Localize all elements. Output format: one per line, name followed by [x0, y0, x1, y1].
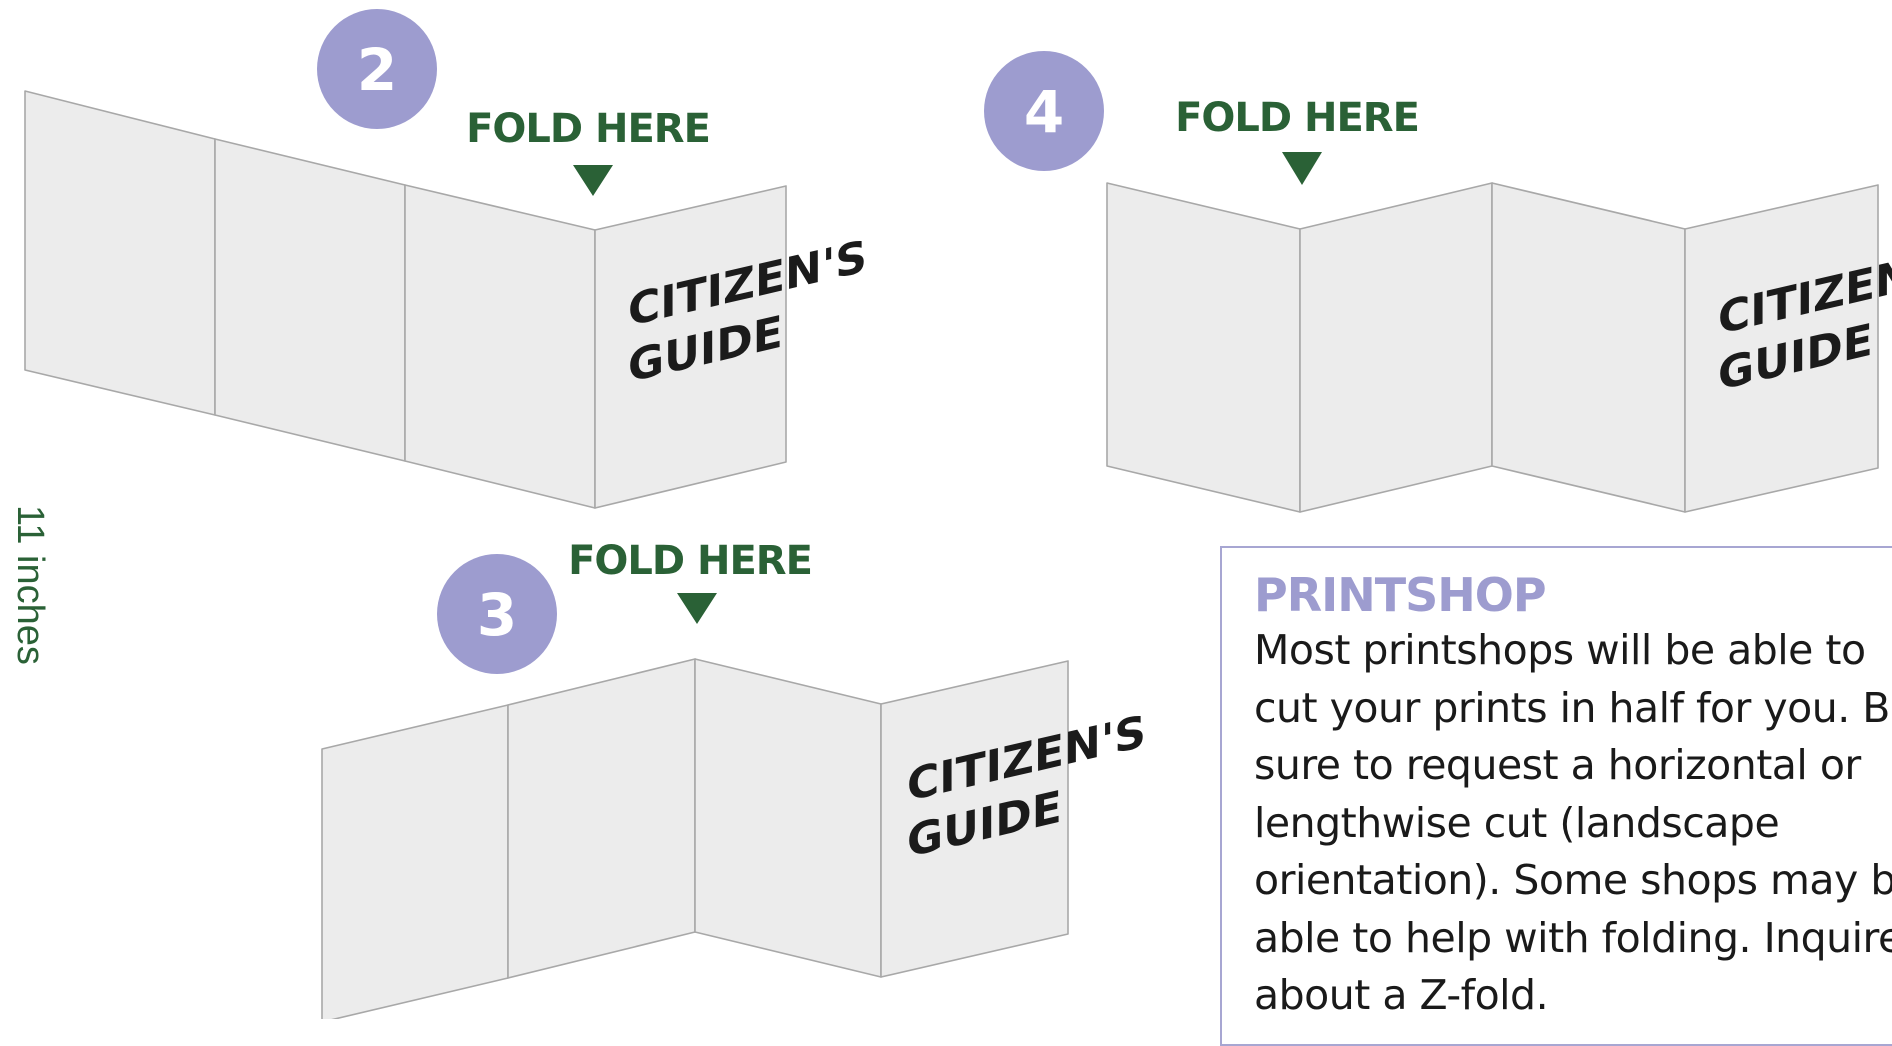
step-number: 3	[477, 581, 517, 649]
fold-here-label: FOLD HERE	[568, 538, 812, 584]
brochure-cover-panel	[1684, 184, 1879, 513]
brochure-cover-panel	[594, 185, 787, 509]
brochure-panel	[1491, 182, 1686, 513]
brochure-panel	[404, 184, 596, 509]
printshop-note: PRINTSHOP Most printshops will be able t…	[1220, 546, 1892, 1046]
brochure-panel	[321, 704, 509, 1019]
brochure-panel	[694, 658, 882, 978]
step-number: 2	[357, 36, 397, 104]
fold-here-label: FOLD HERE	[1175, 95, 1419, 141]
fold-arrow-icon	[573, 165, 613, 196]
fold-arrow-icon	[1282, 152, 1322, 185]
step-badge	[317, 9, 437, 129]
brochure-panel	[507, 658, 696, 979]
printshop-title: PRINTSHOP	[1254, 568, 1547, 622]
brochure-panel	[1299, 182, 1493, 513]
dimension-label: 11 inches	[9, 505, 51, 665]
step-3-illustration: CITIZEN'S GUIDE 3 FOLD HERE	[321, 538, 1146, 1019]
step-badge	[984, 51, 1104, 171]
brochure-panel	[24, 90, 216, 416]
brochure-cover-panel	[880, 660, 1069, 978]
fold-arrow-icon	[677, 593, 717, 624]
step-badge	[437, 554, 557, 674]
fold-here-label: FOLD HERE	[466, 106, 710, 152]
brochure-panel	[214, 138, 406, 462]
z-fold-diagram: CITIZEN'S GUIDE 2 FOLD HERE CITIZEN'S GU…	[9, 9, 1892, 1019]
step-number: 4	[1024, 78, 1064, 146]
brochure-panel	[1106, 182, 1301, 513]
printshop-body: Most printshops will be able to cut your…	[1254, 626, 1892, 1019]
step-4-illustration: CITIZEN'S GUIDE 4 FOLD HERE	[984, 51, 1892, 513]
step-2-illustration: CITIZEN'S GUIDE 2 FOLD HERE	[24, 9, 867, 509]
